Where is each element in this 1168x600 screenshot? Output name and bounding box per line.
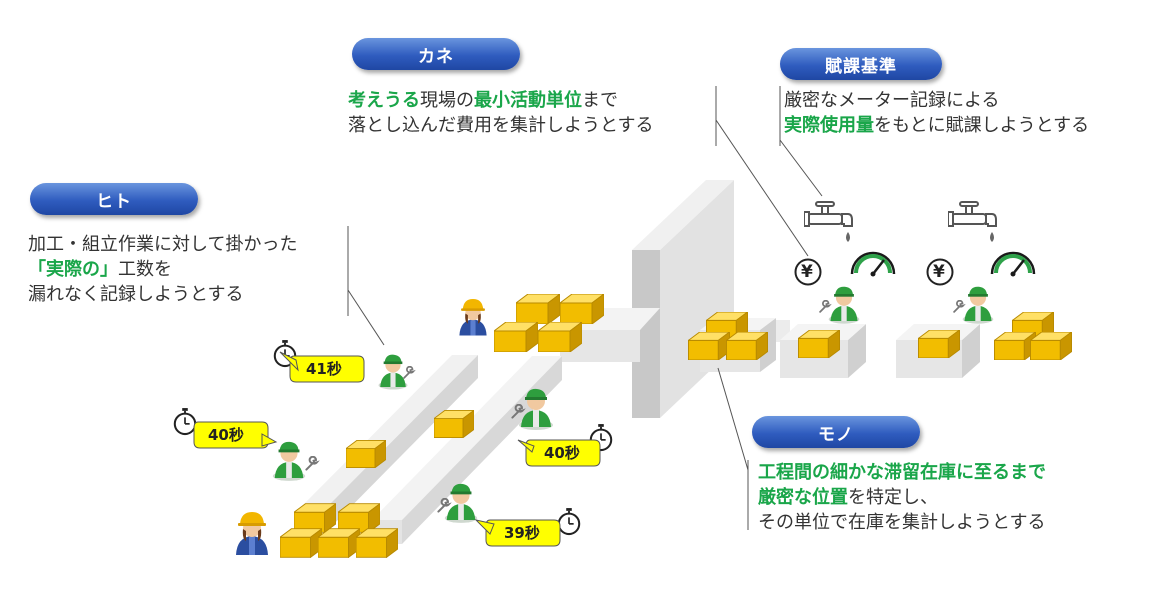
- hito-text-2b: 工数を: [118, 259, 172, 280]
- label-fuka: 賦課基準: [780, 48, 942, 80]
- label-hito: ヒト: [30, 183, 198, 215]
- kane-text-2: 落とし込んだ費用を集計しようとする: [348, 115, 654, 136]
- mono-highlight-2: 厳密な位置: [758, 487, 848, 508]
- fuka-description: 厳密なメーター記録による 実際使用量をもとに賦課しようとする: [784, 88, 1089, 138]
- hito-text-1: 加工・組立作業に対して掛かった: [28, 234, 298, 255]
- yen-coin-icon: ¥: [933, 262, 945, 282]
- mono-highlight-1: 工程間の細かな滞留在庫に至るまで: [758, 462, 1046, 483]
- yen-coin-icon: ¥: [801, 262, 813, 282]
- meters: [794, 201, 1036, 286]
- mono-description: 工程間の細かな滞留在庫に至るまで 厳密な位置を特定し、 その単位で在庫を集計しよ…: [758, 460, 1046, 535]
- hito-highlight: 「実際の」: [28, 259, 118, 280]
- timer-label-3: 40秒: [544, 444, 580, 462]
- leader-lines: [347, 86, 823, 530]
- kane-highlight-2: 最小活動単位: [474, 90, 582, 111]
- fuka-text-2b: をもとに賦課しようとする: [874, 115, 1090, 136]
- fuka-text-1: 厳密なメーター記録による: [784, 90, 1000, 111]
- mono-text-3: その単位で在庫を集計しようとする: [758, 512, 1046, 533]
- timer-label-2: 40秒: [208, 426, 244, 444]
- label-kane: カネ: [352, 38, 520, 70]
- kane-description: 考えうる現場の最小活動単位まで 落とし込んだ費用を集計しようとする: [348, 88, 653, 138]
- timer-label-1: 41秒: [306, 360, 342, 378]
- hito-description: 加工・組立作業に対して掛かった 「実際の」工数を 漏れなく記録しようとする: [28, 232, 297, 307]
- timer-bubbles: [193, 351, 601, 547]
- timer-label-4: 39秒: [504, 524, 540, 542]
- wall: [632, 180, 734, 418]
- mono-text-2b: を特定し、: [848, 487, 938, 508]
- fuka-highlight: 実際使用量: [784, 115, 874, 136]
- kane-highlight-1: 考えうる: [348, 90, 420, 111]
- label-mono: モノ: [752, 416, 920, 448]
- kane-text-1b: 現場の: [420, 90, 474, 111]
- hito-text-3: 漏れなく記録しようとする: [28, 284, 244, 305]
- kane-text-1d: まで: [582, 90, 618, 111]
